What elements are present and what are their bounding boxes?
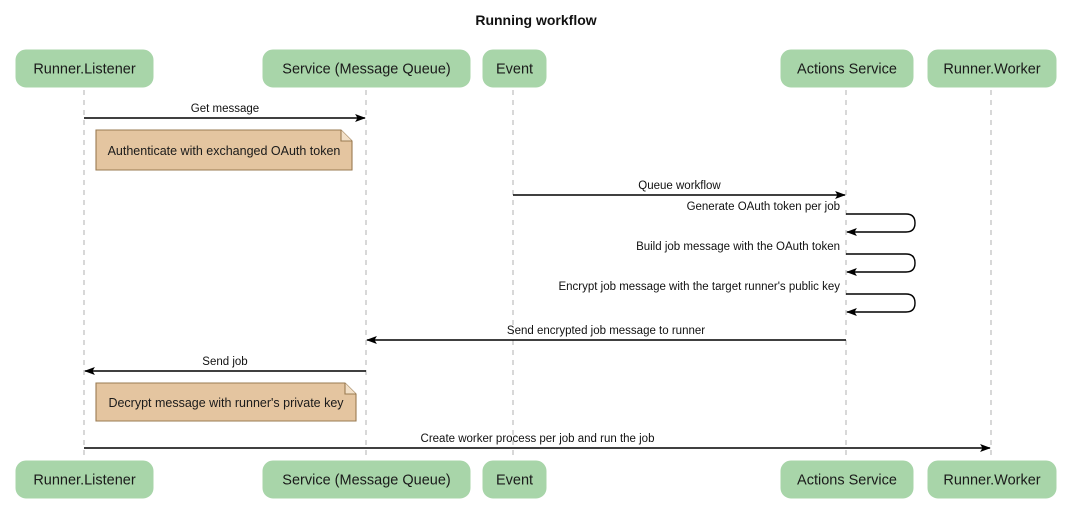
participant-box: [482, 49, 547, 88]
participant-label: Actions Service: [797, 62, 897, 78]
message-generate-oauth-token-per-job[interactable]: Generate OAuth token per job: [687, 201, 916, 236]
participant-label: Event: [496, 473, 533, 489]
note-body: [95, 382, 357, 422]
participant-box: [927, 49, 1057, 88]
message-build-job-message-with-the-oauth-token[interactable]: Build job message with the OAuth token: [636, 241, 916, 276]
message-send-encrypted-job-message-to-runner[interactable]: Send encrypted job message to runner: [366, 325, 846, 344]
participant-label: Event: [496, 62, 533, 78]
message-encrypt-job-message-with-the-target-runners-public-key[interactable]: Encrypt job message with the target runn…: [558, 281, 916, 316]
participant-actions-service-bottom[interactable]: Actions Service: [780, 460, 914, 499]
participant-event-bottom[interactable]: Event: [482, 460, 547, 499]
self-message-path: [846, 213, 916, 236]
message-label: Build job message with the OAuth token: [636, 241, 840, 253]
note-fold-corner-icon: [340, 130, 352, 142]
message-label: Create worker process per job and run th…: [421, 433, 655, 445]
lifelines-layer: [83, 90, 992, 460]
participant-label: Service (Message Queue): [282, 62, 450, 78]
participant-runner-worker-bottom[interactable]: Runner.Worker: [927, 460, 1057, 499]
participant-runner-listener-top[interactable]: Runner.Listener: [15, 49, 154, 88]
message-label: Get message: [191, 103, 259, 115]
message-label: Send encrypted job message to runner: [507, 325, 705, 337]
participant-actions-service-top[interactable]: Actions Service: [780, 49, 914, 88]
participants-bottom-layer: Runner.Listener Service (Message Queue) Ev…: [15, 460, 1057, 499]
participant-box: [780, 49, 914, 88]
message-label: Generate OAuth token per job: [687, 201, 840, 213]
participant-box: [262, 460, 471, 499]
participants-top-layer: Runner.Listener Service (Message Queue) Ev…: [15, 49, 1057, 88]
participant-box: [780, 460, 914, 499]
message-send-job[interactable]: Send job: [84, 356, 366, 375]
participant-label: Runner.Listener: [33, 473, 136, 489]
participant-box: [15, 49, 154, 88]
message-label: Encrypt job message with the target runn…: [558, 281, 840, 293]
message-get-message[interactable]: Get message: [84, 103, 366, 122]
diagram-title: Running workflow: [475, 12, 596, 28]
message-create-worker-process-per-job-and-run-the-job[interactable]: Create worker process per job and run th…: [84, 433, 991, 452]
participant-box: [482, 460, 547, 499]
participant-box: [15, 460, 154, 499]
participant-label: Runner.Listener: [33, 62, 136, 78]
participant-label: Actions Service: [797, 473, 897, 489]
participant-service-message-queue-bottom[interactable]: Service (Message Queue): [262, 460, 471, 499]
self-message-path: [846, 293, 916, 316]
message-queue-workflow[interactable]: Queue workflow: [513, 180, 846, 199]
note-label: Decrypt message with runner's private ke…: [108, 396, 344, 410]
participant-label: Runner.Worker: [943, 62, 1040, 78]
participant-runner-worker-top[interactable]: Runner.Worker: [927, 49, 1057, 88]
participant-event-top[interactable]: Event: [482, 49, 547, 88]
participant-runner-listener-bottom[interactable]: Runner.Listener: [15, 460, 154, 499]
message-label: Send job: [202, 356, 247, 368]
notes-layer: Authenticate with exchanged OAuth tokenD…: [95, 129, 357, 422]
note-decrypt-note: Decrypt message with runner's private ke…: [95, 382, 357, 422]
note-label: Authenticate with exchanged OAuth token: [108, 144, 341, 158]
self-message-path: [846, 253, 916, 276]
participant-box: [927, 460, 1057, 499]
message-label: Queue workflow: [638, 180, 721, 192]
participant-service-message-queue-top[interactable]: Service (Message Queue): [262, 49, 471, 88]
note-fold-corner-icon: [344, 383, 356, 395]
participant-box: [262, 49, 471, 88]
participant-label: Service (Message Queue): [282, 473, 450, 489]
note-body: [95, 129, 353, 171]
note-authenticate-note: Authenticate with exchanged OAuth token: [95, 129, 353, 171]
participant-label: Runner.Worker: [943, 473, 1040, 489]
